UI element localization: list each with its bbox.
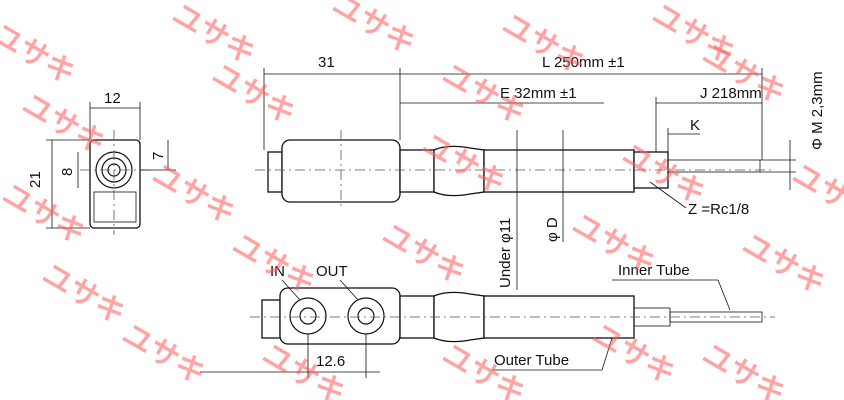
watermark-8: ユサキ <box>436 57 531 132</box>
watermark-1: ユサキ <box>0 17 81 92</box>
watermark-20: ユサキ <box>116 317 211 392</box>
watermark-16: ユサキ <box>226 227 321 302</box>
watermark-24: ユサキ <box>696 337 791 400</box>
top-outer-tube <box>483 149 635 193</box>
watermark-6: ユサキ <box>16 87 111 162</box>
inner-tube-label: Inner Tube <box>618 262 690 279</box>
watermark-13: ユサキ <box>616 137 711 212</box>
top-fitting <box>267 151 283 193</box>
watermark-18: ユサキ <box>566 207 661 282</box>
watermark-14: ユサキ <box>786 157 844 232</box>
watermark-19: ユサキ <box>736 227 831 302</box>
dim-31-label: 31 <box>318 54 335 71</box>
watermark-7: ユサキ <box>206 57 301 132</box>
port-Z-label: Z =Rc1/8 <box>688 201 749 218</box>
end-view-base <box>93 191 137 223</box>
watermark-15: ユサキ <box>36 257 131 332</box>
dim-E-label: E 32mm ±1 <box>500 85 577 102</box>
dim-J-label: J 218mm <box>700 85 762 102</box>
end-view-body <box>89 139 141 229</box>
dim-7-label: 7 <box>150 152 167 160</box>
end-view: 12 21 8 7 <box>27 90 176 235</box>
side-view-top: 31 L 250mm ±1 E 32mm ±1 J 218mm K Φ M 2,… <box>255 54 826 290</box>
top-outer-tube-left <box>399 149 435 193</box>
in-port-inner <box>299 307 317 325</box>
spacing-label: 12.6 <box>316 353 345 370</box>
side-view-bottom: IN OUT 12.6 Inner Tube Outer Tube <box>200 262 775 378</box>
dim-12-label: 12 <box>104 90 121 107</box>
watermark-3: ユサキ <box>326 0 421 62</box>
under-label: Under φ11 <box>497 218 514 288</box>
dim-M-label: Φ M 2,3mm <box>809 71 826 150</box>
watermark-11: ユサキ <box>146 157 241 232</box>
dim-L-label: L 250mm ±1 <box>542 54 625 71</box>
watermark-2: ユサキ <box>166 0 261 72</box>
out-port-inner <box>357 307 375 325</box>
top-inner-rod <box>667 159 761 173</box>
dim-D-label: φ D <box>544 217 561 242</box>
outer-tube-label: Outer Tube <box>494 352 569 369</box>
out-label: OUT <box>316 263 348 280</box>
in-label: IN <box>270 263 285 280</box>
bottom-fitting <box>261 299 281 339</box>
dim-8-label: 8 <box>59 168 76 176</box>
watermark-17: ユサキ <box>376 217 471 292</box>
dim-21-label: 21 <box>27 171 44 188</box>
dim-K-label: K <box>690 117 700 134</box>
